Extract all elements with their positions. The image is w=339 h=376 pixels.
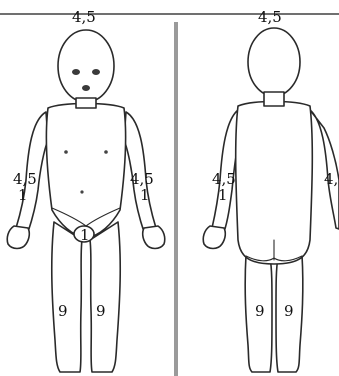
back-right-arm-label: 4,	[324, 170, 338, 188]
front-left-hand-label: 1	[140, 186, 150, 204]
back-neck	[264, 92, 284, 106]
front-head	[58, 30, 114, 102]
front-left-leg-label: 9	[96, 302, 106, 320]
front-left-hand	[143, 226, 165, 249]
front-right-leg-label: 9	[58, 302, 68, 320]
front-head-label: 4,5	[72, 8, 96, 26]
back-left-hand-label: 1	[218, 186, 228, 204]
front-right-hand	[7, 226, 29, 249]
front-navel	[80, 190, 83, 193]
front-right-hand-label: 1	[18, 186, 28, 204]
back-head	[248, 28, 300, 96]
back-left-leg-label: 9	[284, 302, 294, 320]
front-right-eye	[72, 69, 80, 75]
back-left-hand	[203, 226, 225, 249]
front-left-leg	[90, 222, 120, 372]
back-head-label: 4,5	[258, 8, 282, 26]
front-genital-label: 1	[80, 226, 90, 244]
front-mouth	[82, 85, 90, 91]
back-right-leg-label: 9	[255, 302, 265, 320]
front-right-nipple	[64, 150, 68, 154]
front-left-eye	[92, 69, 100, 75]
front-torso	[46, 104, 125, 239]
front-neck	[76, 98, 96, 108]
front-right-leg	[52, 222, 82, 372]
front-left-nipple	[104, 150, 108, 154]
